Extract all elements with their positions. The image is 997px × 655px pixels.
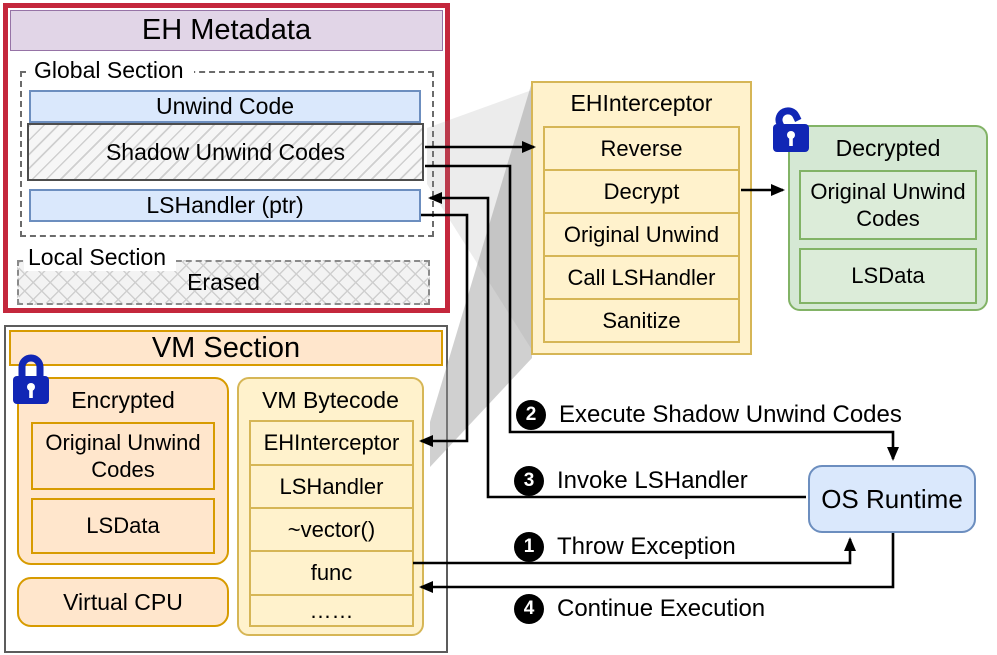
global-section-label: Global Section	[30, 57, 194, 84]
vm-bytecode-row-ellipsis: ……	[249, 594, 414, 627]
ehinterceptor-row-original-unwind: Original Unwind	[543, 212, 740, 257]
eh-metadata-panel: EH Metadata Global Section Unwind Code S…	[3, 3, 450, 313]
vm-bytecode-row-ehinterceptor: EHInterceptor	[249, 420, 414, 466]
step-3-invoke-lshandler: 3 Invoke LSHandler	[514, 464, 748, 497]
ehinterceptor-row-call-lshandler: Call LSHandler	[543, 255, 740, 300]
step-2-execute-shadow-unwind-codes: 2 Execute Shadow Unwind Codes	[516, 398, 902, 431]
decrypted-original-unwind-codes: Original Unwind Codes	[799, 170, 977, 240]
step-2-badge: 2	[516, 399, 546, 430]
unwind-code-box: Unwind Code	[29, 90, 421, 123]
ehinterceptor-title: EHInterceptor	[570, 90, 713, 116]
vm-section-panel: VM Section Encrypted Original Unwind Cod…	[4, 325, 448, 653]
vm-bytecode-row-lshandler: LSHandler	[249, 464, 414, 509]
step-1-throw-exception: 1 Throw Exception	[514, 530, 736, 563]
step-4-badge: 4	[514, 593, 544, 624]
encrypted-box: Encrypted Original Unwind Codes LSData	[17, 377, 229, 565]
os-runtime-box: OS Runtime	[808, 465, 976, 533]
shadow-unwind-codes-label: Shadow Unwind Codes	[105, 138, 346, 165]
virtual-cpu-box: Virtual CPU	[17, 577, 229, 627]
ehinterceptor-row-sanitize: Sanitize	[543, 298, 740, 343]
decrypted-lsdata: LSData	[799, 248, 977, 304]
ehinterceptor-panel: EHInterceptor Reverse Decrypt Original U…	[531, 81, 752, 355]
vm-bytecode-title: VM Bytecode	[262, 387, 399, 413]
local-section-erased-box: Local Section Erased	[17, 244, 430, 305]
step-4-continue-execution: 4 Continue Execution	[514, 592, 765, 625]
erased-label: Erased	[187, 269, 260, 295]
encrypted-lsdata: LSData	[31, 498, 215, 554]
shadow-unwind-codes-box: Shadow Unwind Codes	[27, 123, 424, 181]
lshandler-ptr-box: LSHandler (ptr)	[29, 189, 421, 222]
step-3-label: Invoke LSHandler	[557, 466, 748, 494]
ehinterceptor-row-reverse: Reverse	[543, 126, 740, 171]
encrypted-original-unwind-codes: Original Unwind Codes	[31, 422, 215, 490]
vm-bytecode-box: VM Bytecode EHInterceptor LSHandler ~vec…	[237, 377, 424, 636]
step-1-badge: 1	[514, 531, 544, 562]
vm-bytecode-row-func: func	[249, 550, 414, 596]
vm-bytecode-rows: EHInterceptor LSHandler ~vector() func ……	[249, 420, 414, 627]
step-1-label: Throw Exception	[557, 532, 736, 560]
step-2-label: Execute Shadow Unwind Codes	[559, 400, 902, 428]
step-4-label: Continue Execution	[557, 594, 766, 622]
encrypted-title: Encrypted	[71, 387, 175, 413]
local-section-label: Local Section	[24, 244, 177, 271]
vm-bytecode-row-vector: ~vector()	[249, 507, 414, 552]
decrypted-box: Decrypted Original Unwind Codes LSData	[788, 125, 988, 311]
eh-metadata-title: EH Metadata	[10, 10, 443, 51]
vm-section-title: VM Section	[9, 330, 443, 366]
step-3-badge: 3	[514, 465, 544, 496]
global-section: Global Section Unwind Code Shadow Unwind…	[20, 57, 434, 237]
ehinterceptor-row-decrypt: Decrypt	[543, 169, 740, 214]
ehinterceptor-rows: Reverse Decrypt Original Unwind Call LSH…	[543, 126, 740, 343]
decrypted-title: Decrypted	[835, 135, 941, 161]
